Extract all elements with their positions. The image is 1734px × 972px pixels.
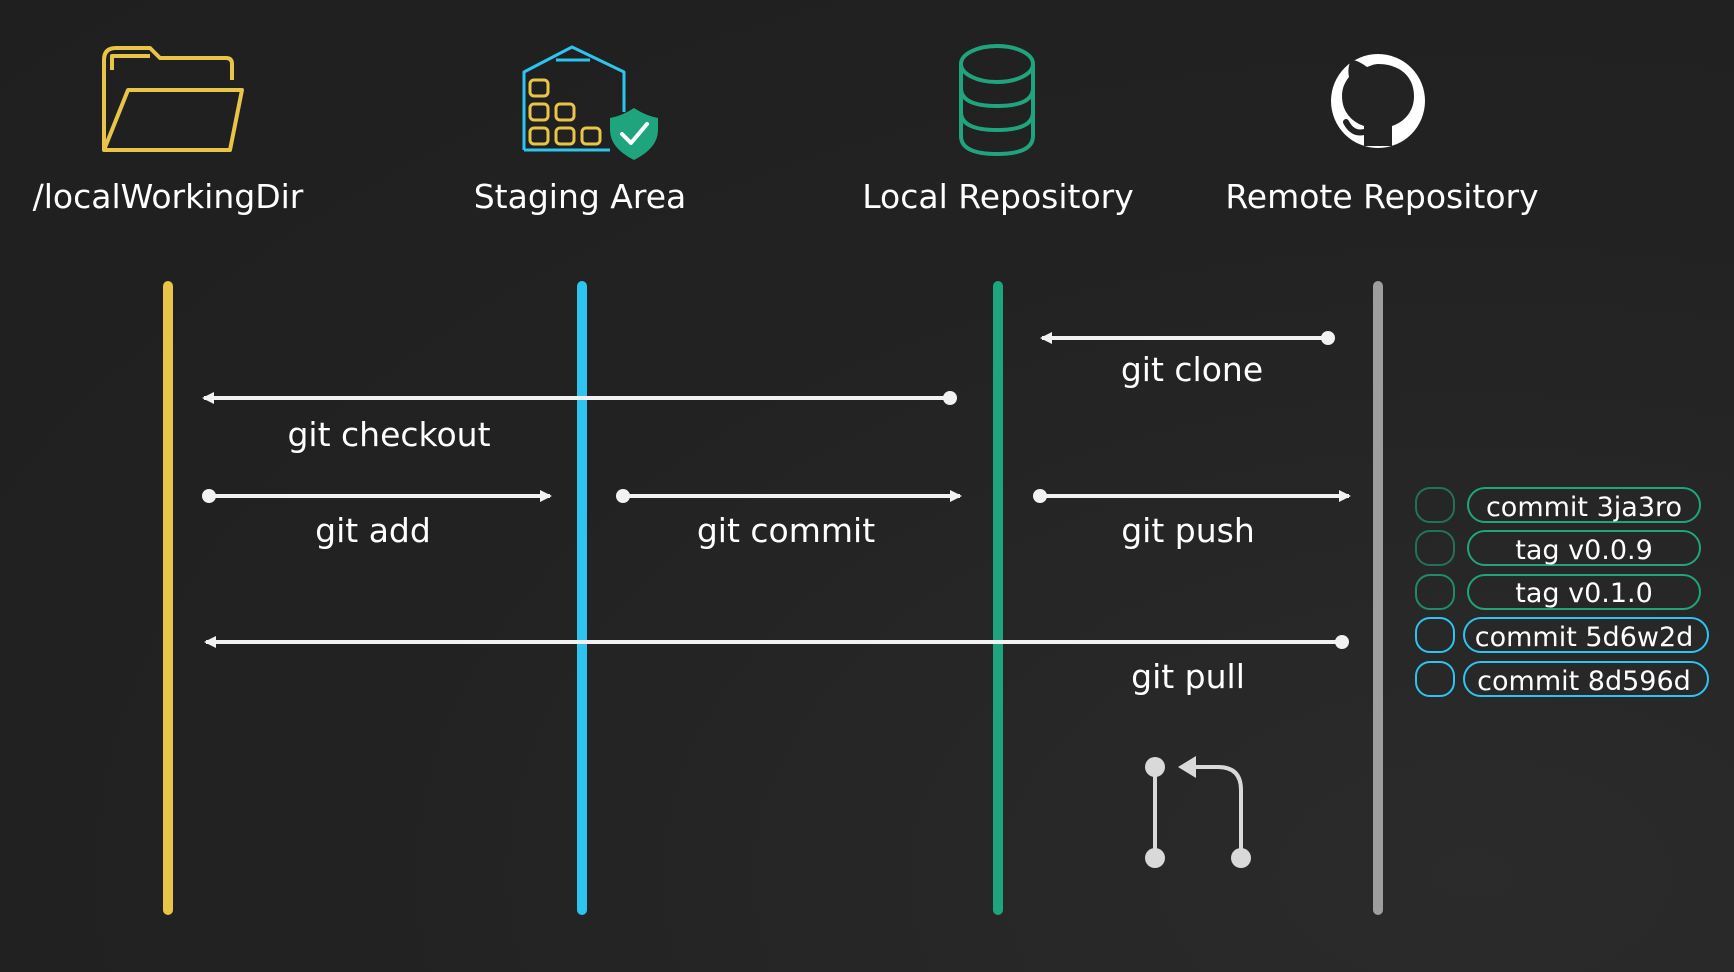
remote-item-label: commit 3ja3ro bbox=[1486, 492, 1682, 523]
remote-item-label: commit 5d6w2d bbox=[1475, 622, 1694, 653]
git-checkout-arrow bbox=[202, 391, 957, 405]
remote-item-toggle bbox=[1415, 530, 1455, 566]
git-clone-arrow bbox=[1040, 331, 1335, 345]
remote-item: tag v0.0.9 bbox=[1415, 530, 1701, 566]
column-title-remote-repo: Remote Repository bbox=[1225, 177, 1538, 216]
column-title-local-repo: Local Repository bbox=[862, 177, 1134, 216]
database-icon bbox=[959, 44, 1035, 157]
remote-item-pill bbox=[1467, 530, 1701, 566]
column-title-working-dir: /localWorkingDir bbox=[33, 177, 304, 216]
remote-item-toggle bbox=[1415, 574, 1455, 610]
git-clone-label: git clone bbox=[1121, 350, 1263, 389]
remote-item-label: tag v0.0.9 bbox=[1515, 535, 1653, 566]
git-commit-label: git commit bbox=[697, 511, 875, 550]
pull-request-icon bbox=[1145, 756, 1251, 868]
git-push-arrow bbox=[1033, 489, 1351, 503]
remote-item-toggle bbox=[1415, 617, 1455, 653]
remote-item-toggle bbox=[1415, 661, 1455, 697]
remote-item-pill bbox=[1467, 574, 1701, 610]
remote-item-pill bbox=[1463, 661, 1709, 697]
folder-icon bbox=[102, 46, 244, 152]
remote-item: tag v0.1.0 bbox=[1415, 574, 1701, 610]
remote-item-toggle bbox=[1415, 487, 1455, 523]
github-icon bbox=[1331, 54, 1425, 148]
remote-item: commit 8d596d bbox=[1415, 661, 1709, 697]
git-commit-arrow bbox=[616, 489, 962, 503]
remote-item: commit 5d6w2d bbox=[1415, 617, 1709, 653]
remote-item-label: commit 8d596d bbox=[1477, 666, 1691, 697]
remote-items-list: commit 3ja3ro tag v0.0.9 tag v0.1.0 comm… bbox=[1415, 487, 1709, 697]
git-pull-arrow bbox=[204, 635, 1349, 649]
column-title-staging: Staging Area bbox=[474, 177, 687, 216]
remote-item-pill bbox=[1467, 487, 1701, 523]
remote-item-label: tag v0.1.0 bbox=[1515, 578, 1653, 609]
staging-box-shield-icon bbox=[522, 45, 658, 160]
remote-item-pill bbox=[1463, 617, 1709, 653]
git-push-label: git push bbox=[1121, 511, 1255, 550]
git-add-label: git add bbox=[315, 511, 431, 550]
git-pull-label: git pull bbox=[1131, 657, 1245, 696]
remote-item: commit 3ja3ro bbox=[1415, 487, 1701, 523]
git-add-arrow bbox=[202, 489, 552, 503]
git-checkout-label: git checkout bbox=[287, 415, 490, 454]
